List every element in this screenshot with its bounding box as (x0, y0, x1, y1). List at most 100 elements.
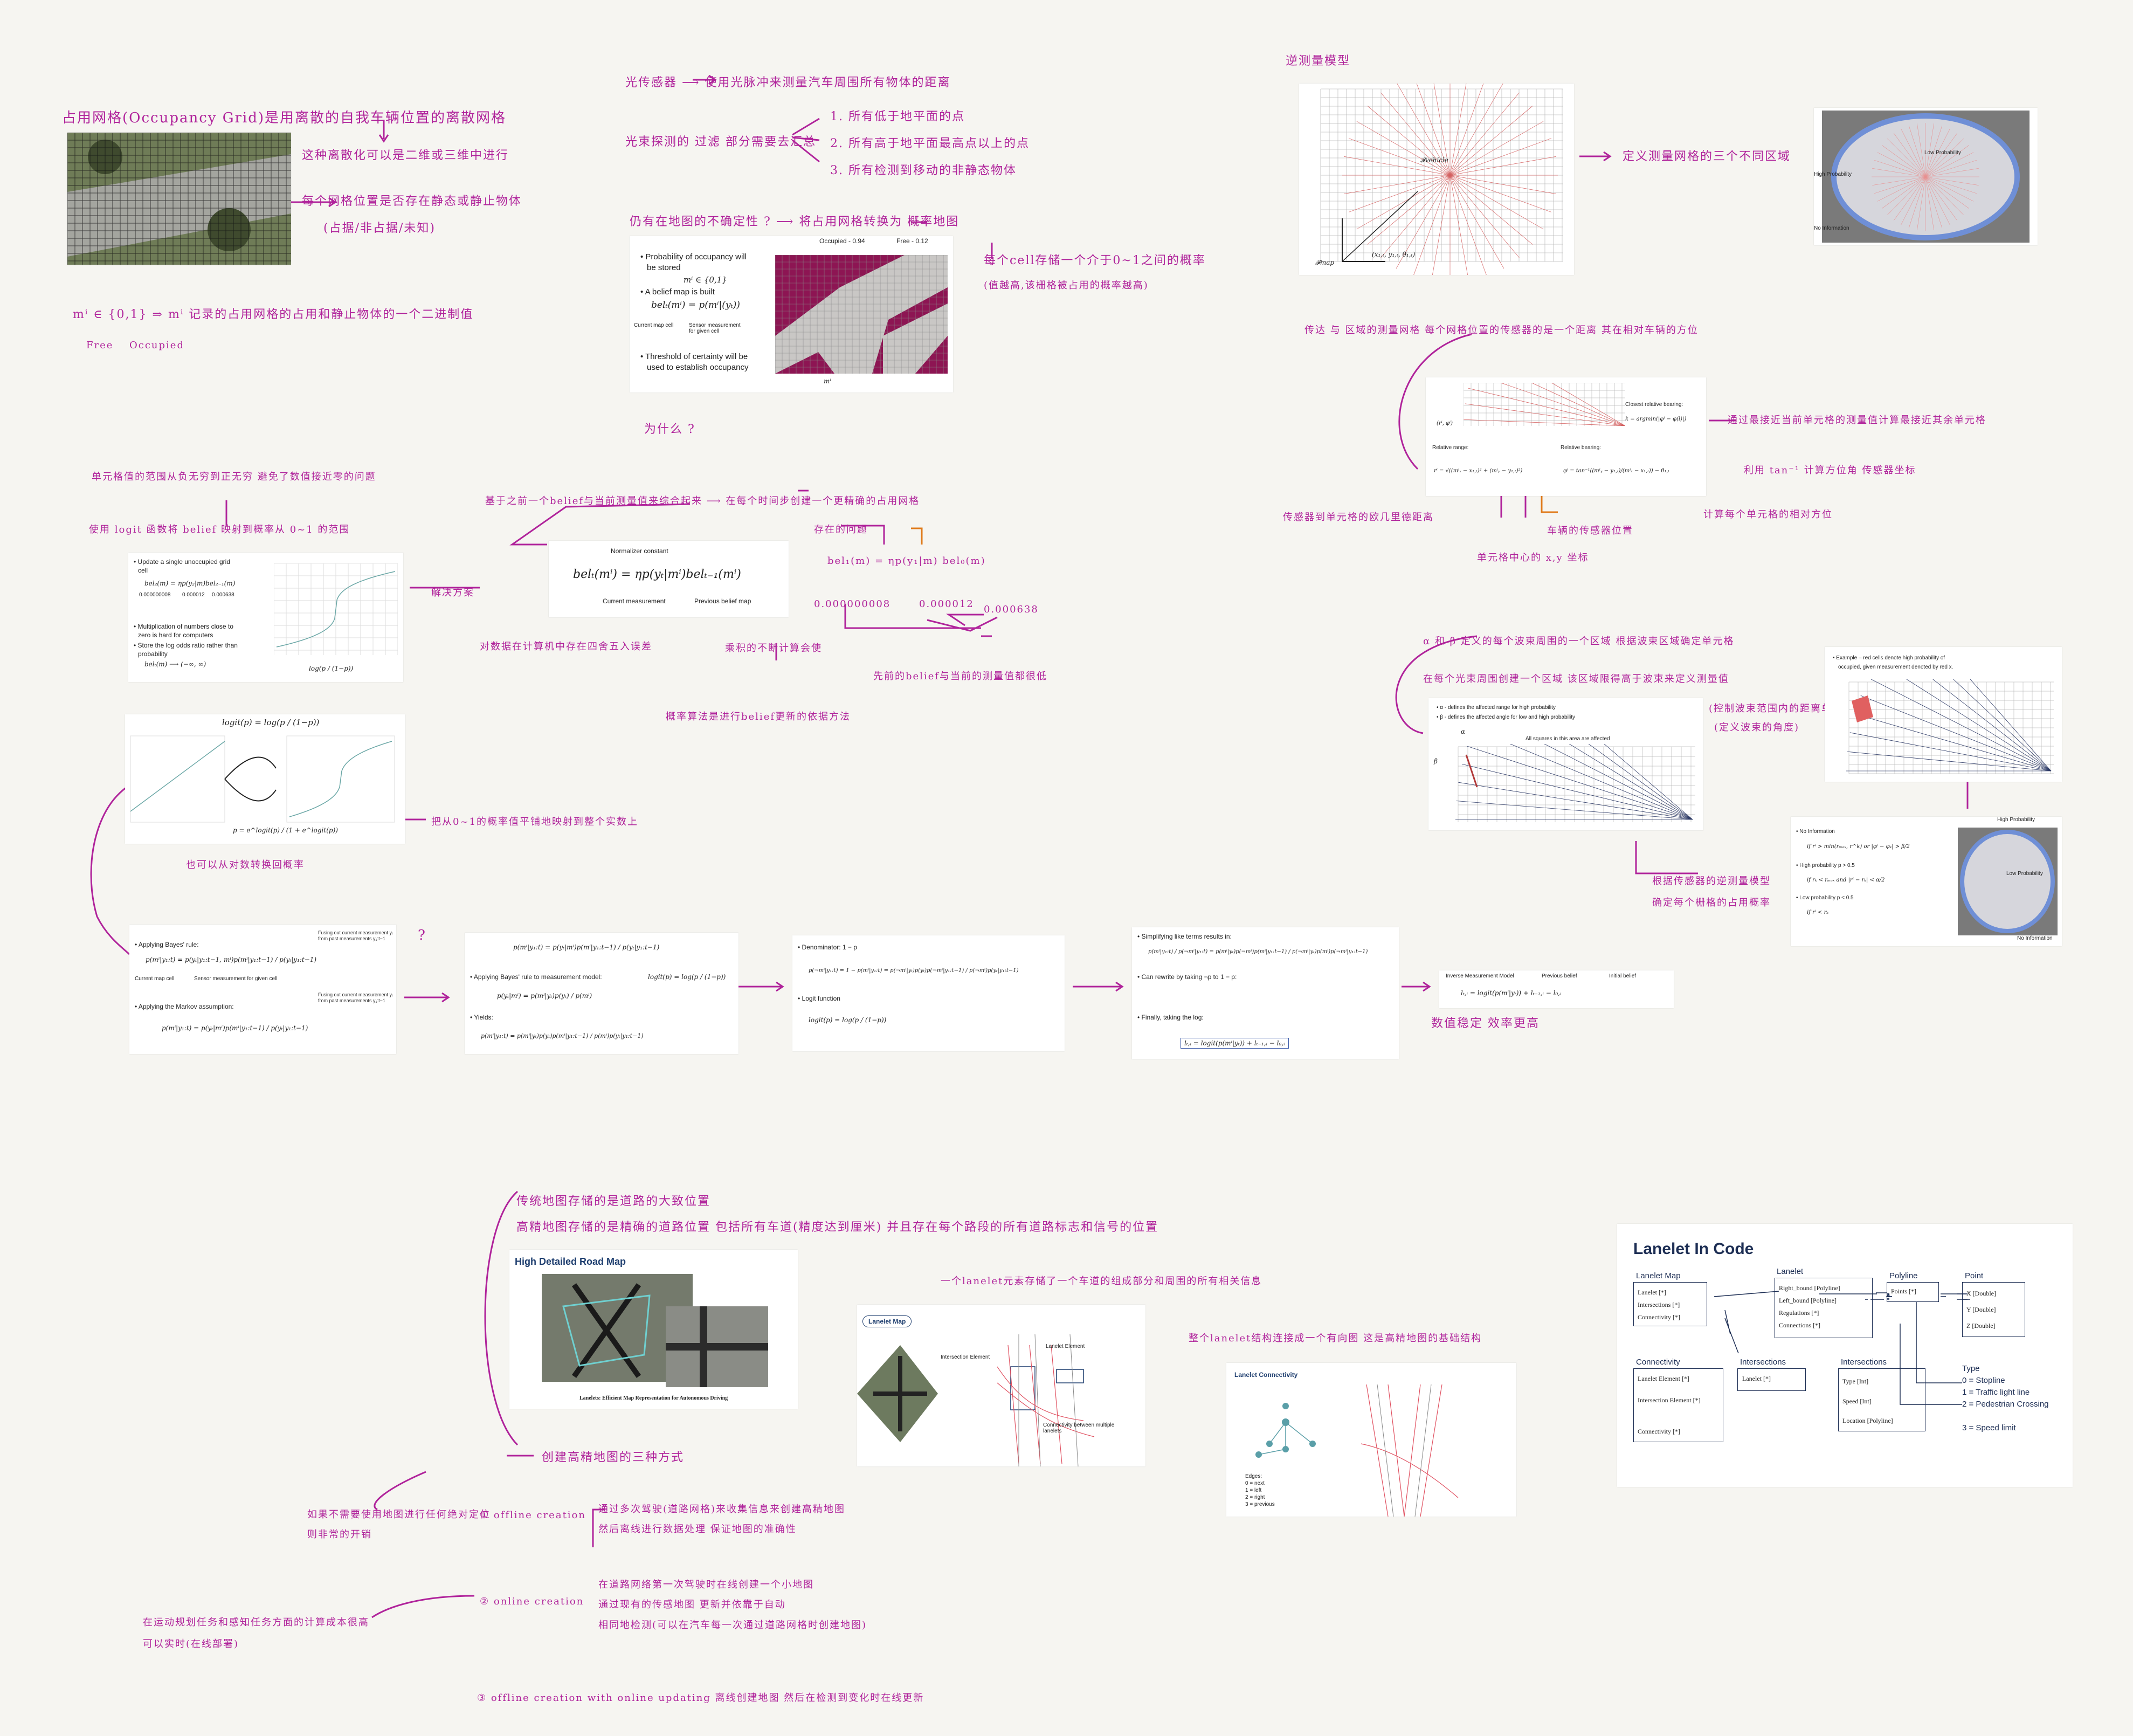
note-alpha-desc2: 在每个光束周围创建一个区域 该区域限得高于波束来定义测量值 (1423, 673, 1729, 685)
lc-e2: 2 = right (1245, 1494, 1265, 1500)
lc-inter2-title: Intersections (1841, 1358, 1887, 1367)
lc-type-0: 0 = Stopline (1962, 1376, 2005, 1385)
ray-line (1847, 751, 2052, 771)
ray-line (1925, 123, 1934, 177)
note-logit-map: 把从0~1的概率值平铺地映射到整个实数上 (431, 816, 638, 828)
note-why: 为什么 ? (644, 423, 695, 436)
relative-card: (rⁱ, φⁱ) Closest relative bearing: k = a… (1426, 377, 1706, 496)
note-mi-def: mⁱ ∈ {0,1} ⇒ mⁱ 记录的占用网格的占用和静止物体的一个二进制值 (73, 308, 474, 321)
note-rel-desc: 传达 与 区域的测量网格 每个网格位置的传感器的是一个距离 其在相对车辆的方位 (1304, 325, 1699, 336)
note-belief-each: 每个cell存储一个介于0~1之间的概率 (984, 254, 1206, 267)
rules-no: • No Information (1796, 829, 1835, 835)
note-question: ? (418, 927, 426, 943)
note-rel-sensor: 车辆的传感器位置 (1547, 525, 1633, 536)
lc-conn-title: Connectivity (1636, 1358, 1680, 1367)
belief-b3: • Threshold of certainty will be (640, 352, 748, 361)
belief-b2: • A belief map is built (640, 287, 715, 297)
note-nums-a: 0.000000008 (814, 598, 891, 610)
ray-line (1500, 383, 1625, 426)
note-filter: 光束探测的 过滤 部分需要去汇总 (625, 135, 816, 149)
ray-line (1893, 176, 1926, 221)
ray-line (1872, 168, 1926, 177)
update-l2b: zero is hard for computers (138, 631, 213, 639)
lc-e1: 1 = left (1245, 1487, 1262, 1493)
bayes4-h1: • Simplifying like terms results in: (1137, 933, 1232, 940)
update-curve (274, 563, 398, 655)
ray-line (1925, 152, 1974, 177)
lanelet-code-card: Lanelet In Code (1617, 1224, 2073, 1487)
lc-edges: Edges: (1245, 1473, 1262, 1479)
update-l3: • Store the log odds ratio rather than (134, 642, 238, 649)
ray-line (1877, 152, 1926, 177)
hd-caption: Lanelets: Efficient Map Representation f… (579, 1395, 728, 1401)
lc-point-2: Z [Double] (1966, 1322, 1996, 1329)
ray-line (1874, 176, 1926, 194)
ray-line (1449, 175, 1557, 195)
lc-type-2: 2 = Pedestrian Crossing (1962, 1400, 2049, 1409)
ray-line (1906, 679, 2052, 771)
note-create: 创建高精地图的三种方式 (542, 1451, 685, 1464)
note-c2c: 相同地检测(可以在汽车每一次通过道路网格时创建地图) (598, 1620, 867, 1631)
ray-line (1468, 388, 1625, 426)
ray-line (1465, 403, 1625, 426)
ray-line (1509, 744, 1693, 820)
ray-line (1413, 73, 1451, 176)
note-solution: 解决方案 (431, 587, 474, 598)
prob-zone-card: High Probability Low Probability No Info… (1814, 108, 2038, 245)
lm-le: Lanelet Element (1046, 1344, 1085, 1349)
note-inv-model2: 确定每个栅格的占用概率 (1652, 897, 1771, 908)
bayes-card-1: • Applying Bayes' rule: p(mⁱ|y₁:t) = p(y… (129, 925, 396, 1054)
rules-hp: High Probability (1997, 817, 2035, 823)
bayes1-note2: Fusing out current measurement yₜ from p… (318, 992, 394, 1003)
note-grid-sub: 这种离散化可以是二维或三维中进行 (302, 149, 509, 162)
lc-box-inter2 (1838, 1368, 1925, 1431)
lanelet-map-card: Lanelet Map Intersection Element Lanelet… (857, 1305, 1145, 1466)
ray-line (1343, 175, 1451, 195)
ray-line (1449, 81, 1504, 176)
note-product: 乘积的不断计算会使 (725, 643, 822, 654)
lm-conn: Connectivity between multiple lanelets (1043, 1422, 1115, 1434)
rel-closest: Closest relative bearing: (1625, 402, 1683, 408)
belief-eq: belₜ(mⁱ) = p(mⁱ|(yₜ)) (651, 300, 740, 311)
logit-curves (130, 735, 395, 823)
lc-conn-2: Connectivity [*] (1638, 1428, 1680, 1435)
lc-box-inter1 (1737, 1368, 1806, 1391)
ray-line (1908, 176, 1926, 229)
note-rel-cell: 计算每个单元格的相对方位 (1703, 509, 1833, 520)
note-c1: ① offline creation (480, 1510, 586, 1521)
lc-poly-0: Points [*] (1891, 1287, 1917, 1295)
ray-line (1932, 679, 2052, 771)
lc-box-point (1962, 1282, 2025, 1337)
update-l2: • Multiplication of numbers close to (134, 623, 233, 630)
ray-line (1925, 176, 1979, 185)
note-c2d: 在运动规划任务和感知任务方面的计算成本很高 (143, 1617, 369, 1628)
ray-line (1872, 176, 1926, 185)
bayes-card-4: • Simplifying like terms results in: p(m… (1132, 927, 1399, 1059)
ray-line (1343, 156, 1451, 176)
lc-inter2-1: Speed [Int] (1842, 1397, 1872, 1405)
rules-lo-c: if rⁱ < rₖ (1807, 910, 1829, 915)
lc-conn-1: Intersection Element [*] (1638, 1396, 1701, 1404)
rules-card: • No Information if rⁱ > min(rₘₐₓ, r^k) … (1791, 817, 2062, 946)
ray-line (1887, 139, 1926, 177)
bayes3-eq1: p(¬mⁱ|y₁:t) = 1 − p(mⁱ|y₁:t) = p(¬mⁱ|yₜ)… (809, 968, 1019, 974)
belief-map-card: • Probability of occupancy will be store… (630, 236, 953, 392)
ray-line (1431, 68, 1451, 176)
bayes2-eq2: p(yₜ|mⁱ) = p(mⁱ|yₜ)p(yₜ) / p(mⁱ) (497, 992, 592, 1000)
ray-line (1860, 695, 2052, 771)
ray-line (1396, 175, 1451, 269)
lc-map-title: Lanelet Map (1636, 1271, 1681, 1280)
bayes1-cur: Current map cell (135, 976, 175, 982)
note-logit-inv: 也可以从对数转换回概率 (186, 859, 305, 871)
note-filter-1: 1. 所有低于地平面的点 (830, 110, 965, 123)
ray-line (1449, 175, 1520, 258)
lc-inter1-0: Lanelet [*] (1742, 1375, 1771, 1382)
ray-line (1464, 419, 1625, 426)
lc-map-2: Connectivity [*] (1638, 1313, 1680, 1321)
prob-low: Low Probability (1924, 150, 1961, 156)
note-c2e: 可以实时(在线部署) (143, 1638, 239, 1650)
note-alpha-r1: (控制波束范围内的距离单元) (1709, 703, 1848, 714)
update-n1: 0.000000008 (139, 592, 171, 598)
inv-l2: Previous belief (1542, 973, 1577, 979)
ray-line (1431, 175, 1451, 282)
